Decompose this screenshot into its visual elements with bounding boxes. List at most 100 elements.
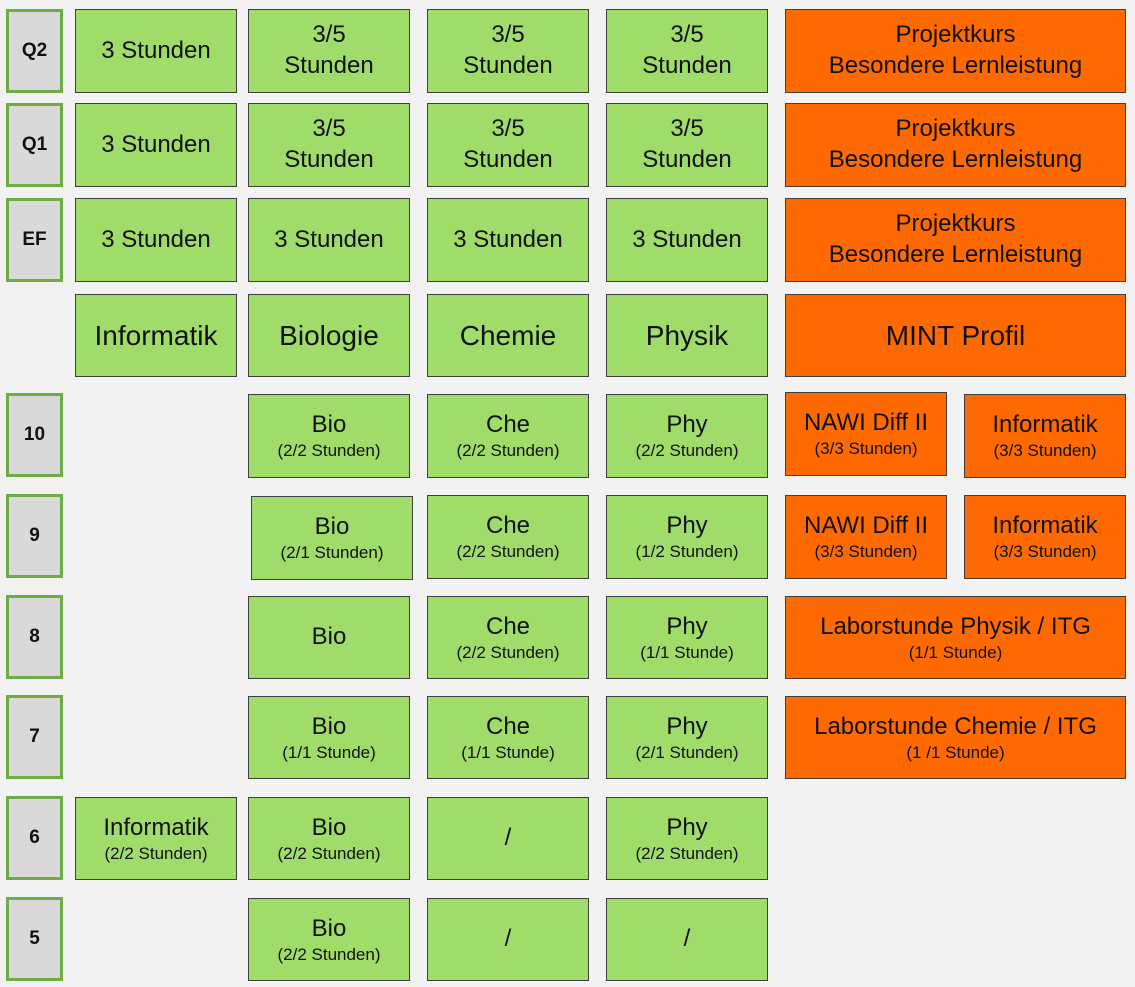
g9-phy-title: Phy [666, 512, 708, 540]
ef-physik-text: 3 Stunden [632, 225, 742, 253]
g7-phy-hours: (2/1 Stunden) [635, 742, 739, 762]
g9-informatik-hours: (3/3 Stunden) [993, 542, 1097, 562]
header-biologie-text: Biologie [279, 319, 379, 351]
ef-mint-box: Projektkurs Besondere Lernleistung [785, 198, 1126, 282]
g10-informatik-hours: (3/3 Stunden) [993, 441, 1097, 461]
ef-biologie-box: 3 Stunden [248, 198, 410, 282]
g6-bio-title: Bio [311, 813, 347, 841]
g9-bio-box: Bio (2/1 Stunden) [251, 496, 413, 580]
ef-chemie-text: 3 Stunden [453, 225, 563, 253]
g9-che-box: Che (2/2 Stunden) [427, 495, 589, 579]
ef-biologie-text: 3 Stunden [274, 225, 384, 253]
g5-che-box: / [427, 898, 589, 981]
g7-phy-box: Phy (2/1 Stunden) [606, 696, 768, 779]
g6-phy-title: Phy [666, 813, 708, 841]
q1-physik-line1: 3/5 [670, 115, 704, 143]
g10-phy-hours: (2/2 Stunden) [635, 441, 739, 461]
grade-label-9: 9 [6, 494, 63, 578]
g9-informatik-box: Informatik (3/3 Stunden) [964, 495, 1126, 579]
g8-che-box: Che (2/2 Stunden) [427, 596, 589, 679]
g6-bio-hours: (2/2 Stunden) [277, 843, 381, 863]
g7-phy-title: Phy [666, 712, 708, 740]
g10-nawi-title: NAWI Diff II [803, 409, 928, 437]
grade-label-7: 7 [6, 695, 63, 779]
header-chemie-text: Chemie [459, 319, 557, 351]
g7-laborstunde-title: Laborstunde Chemie / ITG [814, 712, 1097, 740]
g10-bio-hours: (2/2 Stunden) [277, 441, 381, 461]
g5-phy-title: / [683, 925, 691, 953]
g9-nawi-box: NAWI Diff II (3/3 Stunden) [785, 495, 947, 579]
g8-che-hours: (2/2 Stunden) [456, 642, 560, 662]
g9-che-title: Che [485, 512, 531, 540]
g6-informatik-title: Informatik [103, 813, 209, 841]
q1-mint-line2: Besondere Lernleistung [828, 146, 1083, 173]
q1-chemie-box: 3/5 Stunden [427, 103, 589, 187]
q1-chemie-line1: 3/5 [491, 115, 525, 143]
g6-che-box: / [427, 797, 589, 880]
g9-phy-box: Phy (1/2 Stunden) [606, 495, 768, 579]
grade-label-q1: Q1 [6, 103, 63, 187]
q2-biologie-line2: Stunden [284, 52, 374, 79]
q2-informatik-text: 3 Stunden [101, 36, 211, 64]
q1-chemie-line2: Stunden [463, 146, 553, 173]
q2-biologie-box: 3/5 Stunden [248, 9, 410, 93]
q2-mint-line2: Besondere Lernleistung [828, 52, 1083, 79]
g9-nawi-hours: (3/3 Stunden) [814, 542, 918, 562]
g10-nawi-hours: (3/3 Stunden) [814, 439, 918, 459]
g9-informatik-title: Informatik [992, 512, 1098, 540]
header-mint-text: MINT Profil [885, 319, 1026, 351]
header-informatik-box: Informatik [75, 294, 237, 377]
grade-label-6: 6 [6, 796, 63, 880]
q1-mint-line1: Projektkurs [895, 115, 1016, 143]
g7-bio-title: Bio [311, 712, 347, 740]
header-mint-box: MINT Profil [785, 294, 1126, 377]
header-biologie-box: Biologie [248, 294, 410, 377]
g9-phy-hours: (1/2 Stunden) [635, 542, 739, 562]
g6-phy-hours: (2/2 Stunden) [635, 843, 739, 863]
g10-che-hours: (2/2 Stunden) [456, 441, 560, 461]
g9-bio-title: Bio [314, 513, 350, 541]
header-physik-box: Physik [606, 294, 768, 377]
ef-physik-box: 3 Stunden [606, 198, 768, 282]
q1-physik-box: 3/5 Stunden [606, 103, 768, 187]
q1-biologie-line1: 3/5 [312, 115, 346, 143]
g5-che-title: / [504, 925, 512, 953]
q2-mint-line1: Projektkurs [895, 21, 1016, 49]
grade-label-5: 5 [6, 897, 63, 981]
q1-physik-line2: Stunden [642, 146, 732, 173]
ef-mint-line2: Besondere Lernleistung [828, 241, 1083, 268]
g10-che-title: Che [485, 411, 531, 439]
ef-informatik-box: 3 Stunden [75, 198, 237, 282]
header-physik-text: Physik [645, 319, 729, 351]
g5-bio-title: Bio [311, 914, 347, 942]
g8-phy-box: Phy (1/1 Stunde) [606, 596, 768, 679]
g6-phy-box: Phy (2/2 Stunden) [606, 797, 768, 880]
g8-che-title: Che [485, 612, 531, 640]
g10-nawi-box: NAWI Diff II (3/3 Stunden) [785, 392, 947, 476]
g8-phy-hours: (1/1 Stunde) [640, 642, 734, 662]
g8-laborstunde-box: Laborstunde Physik / ITG (1/1 Stunde) [785, 596, 1126, 679]
q2-mint-box: Projektkurs Besondere Lernleistung [785, 9, 1126, 93]
q2-chemie-box: 3/5 Stunden [427, 9, 589, 93]
q1-biologie-box: 3/5 Stunden [248, 103, 410, 187]
ef-mint-line1: Projektkurs [895, 210, 1016, 238]
q1-biologie-line2: Stunden [284, 146, 374, 173]
ef-chemie-box: 3 Stunden [427, 198, 589, 282]
g10-informatik-title: Informatik [992, 411, 1098, 439]
q2-informatik-box: 3 Stunden [75, 9, 237, 93]
g7-bio-box: Bio (1/1 Stunde) [248, 696, 410, 779]
grade-label-8: 8 [6, 595, 63, 679]
g6-che-title: / [504, 824, 512, 852]
q2-physik-box: 3/5 Stunden [606, 9, 768, 93]
q1-informatik-text: 3 Stunden [101, 130, 211, 158]
grade-label-10: 10 [6, 393, 63, 477]
g7-che-title: Che [485, 712, 531, 740]
grade-label-q2: Q2 [6, 9, 63, 93]
g7-bio-hours: (1/1 Stunde) [282, 742, 376, 762]
g9-che-hours: (2/2 Stunden) [456, 542, 560, 562]
g8-bio-title: Bio [311, 623, 347, 651]
g6-informatik-hours: (2/2 Stunden) [104, 843, 208, 863]
q2-physik-line2: Stunden [642, 52, 732, 79]
g7-che-box: Che (1/1 Stunde) [427, 696, 589, 779]
grade-label-ef: EF [6, 198, 63, 282]
